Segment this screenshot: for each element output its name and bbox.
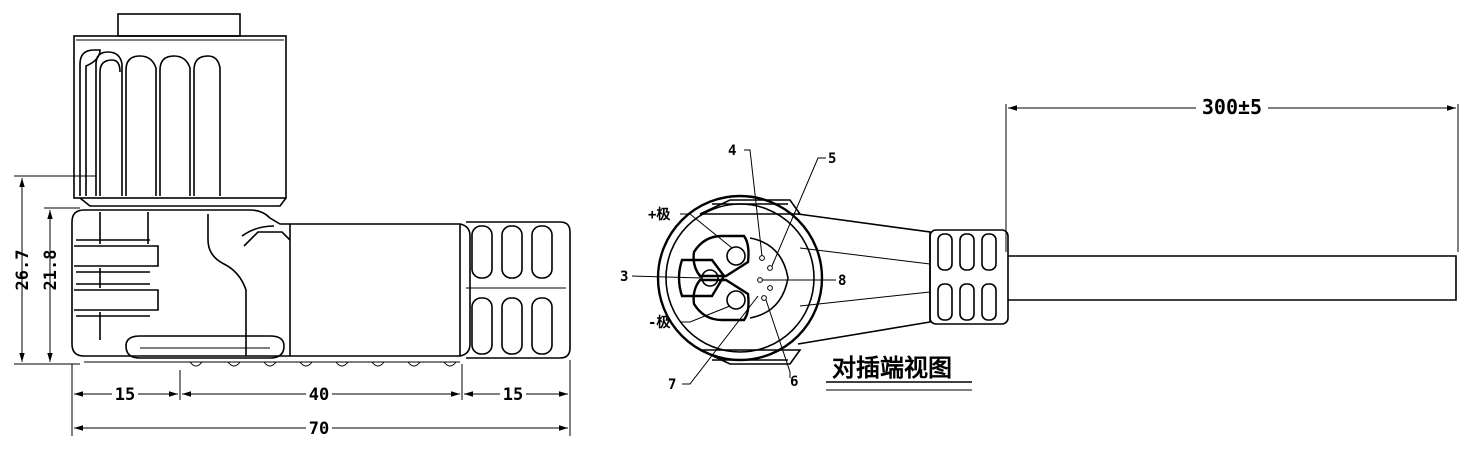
pin-label-6: 6 — [790, 374, 798, 390]
cable-boot — [466, 221, 571, 359]
side-view: 26.7 21.8 15 40 15 70 — [13, 13, 571, 439]
pin-label-5: 5 — [828, 151, 836, 167]
dim-segment-mid: 40 — [309, 385, 329, 405]
dim-segment-left: 15 — [115, 385, 135, 405]
dim-segment-right: 15 — [503, 385, 523, 405]
pin-label-7: 7 — [668, 377, 676, 393]
view-title: 对插端视图 — [826, 354, 972, 391]
end-view: 300±5 4 5 +极 3 8 -极 7 6 对插端视图 — [620, 95, 1459, 393]
coupling-nut — [73, 13, 287, 207]
dim-cable-length: 300±5 — [1202, 95, 1262, 119]
pin-insert — [677, 234, 789, 322]
dim-total-length: 70 — [309, 419, 329, 439]
mating-face — [656, 194, 824, 362]
dim-height-total: 26.7 — [13, 250, 33, 291]
pin-callouts: 4 5 +极 3 8 -极 7 6 — [620, 143, 846, 393]
pin-label-4: 4 — [728, 143, 736, 159]
length-dimensions: 15 40 15 70 — [71, 360, 571, 439]
cable-length-dimension: 300±5 — [1005, 95, 1459, 252]
end-view-boot — [929, 229, 1009, 325]
pin-label-3: 3 — [620, 269, 628, 285]
dim-height-body: 21.8 — [41, 250, 61, 291]
pin-label-minus: -极 — [648, 314, 671, 331]
cable — [1008, 255, 1457, 301]
view-title-text: 对插端视图 — [832, 354, 952, 382]
flange-outline — [699, 199, 802, 215]
connector-body — [71, 209, 471, 367]
height-dimensions: 26.7 21.8 — [13, 175, 96, 365]
pin-label-plus: +极 — [648, 206, 671, 223]
pin-label-8: 8 — [838, 273, 846, 289]
